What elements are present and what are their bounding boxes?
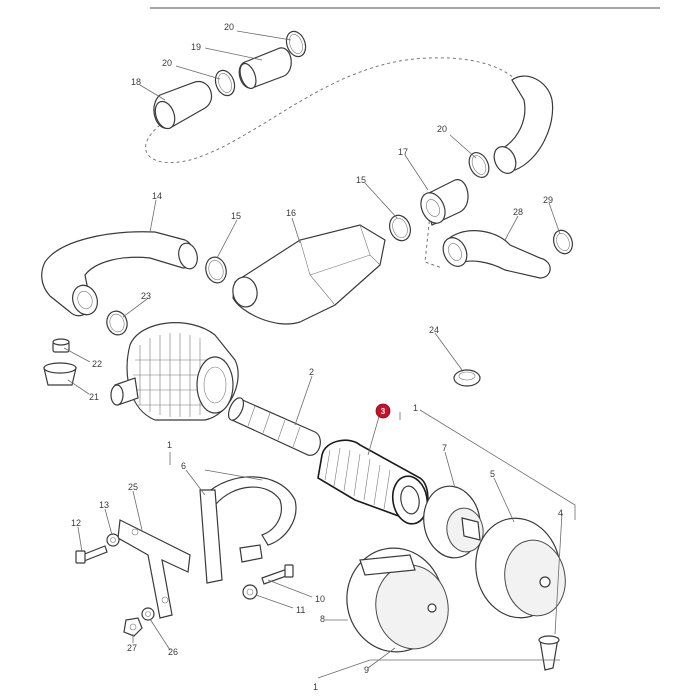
part-22-cap[interactable] bbox=[52, 338, 70, 353]
callout-13: 13 bbox=[99, 500, 109, 510]
part-18-inlet-hose[interactable] bbox=[152, 81, 213, 132]
part-29-clamp[interactable] bbox=[550, 228, 575, 257]
callout-18: 18 bbox=[131, 77, 141, 87]
callout-22: 22 bbox=[92, 359, 102, 369]
part-20-clamp-c[interactable] bbox=[465, 149, 492, 180]
callout-29: 29 bbox=[543, 195, 553, 205]
part-14-long-hose[interactable] bbox=[41, 231, 200, 318]
callout-17: 17 bbox=[398, 147, 408, 157]
highlight-badge-number: 3 bbox=[381, 407, 386, 416]
callout-12: 12 bbox=[71, 518, 81, 528]
part-24-plug[interactable] bbox=[453, 369, 481, 387]
part-13-washer[interactable] bbox=[106, 533, 120, 547]
part-5-outlet-cover[interactable] bbox=[468, 511, 571, 624]
callout-11: 11 bbox=[296, 605, 305, 615]
part-3-primary-filter-element[interactable] bbox=[317, 439, 431, 526]
part-15-clamp-a[interactable] bbox=[386, 212, 414, 243]
part-7-valve-cap[interactable] bbox=[418, 482, 486, 563]
callout-4: 4 bbox=[558, 508, 563, 518]
callout-20: 20 bbox=[437, 124, 447, 134]
callout-27: 27 bbox=[127, 643, 137, 653]
part-15-clamp-b[interactable] bbox=[203, 255, 229, 285]
callout-10: 10 bbox=[315, 594, 325, 604]
callout-24: 24 bbox=[429, 325, 439, 335]
part-28-elbow-hose[interactable] bbox=[439, 230, 551, 279]
part-4-drain-valve[interactable] bbox=[538, 635, 560, 671]
part-6-mounting-band[interactable] bbox=[199, 476, 297, 584]
callout-25: 25 bbox=[128, 482, 138, 492]
callout-8: 8 bbox=[320, 614, 325, 624]
callout-23: 23 bbox=[141, 291, 151, 301]
part-12-bolt[interactable] bbox=[75, 545, 108, 564]
callout-15: 15 bbox=[231, 211, 241, 221]
part-20-clamp-a[interactable] bbox=[283, 29, 309, 60]
callout-16: 16 bbox=[286, 208, 296, 218]
callout-21: 21 bbox=[89, 392, 99, 402]
callout-2: 2 bbox=[309, 367, 314, 377]
callout-20: 20 bbox=[224, 22, 234, 32]
callout-28: 28 bbox=[513, 207, 523, 217]
callout-26: 26 bbox=[168, 647, 178, 657]
highlight-badge-circle bbox=[375, 403, 391, 419]
callout-15: 15 bbox=[356, 175, 366, 185]
air-cleaner-housing[interactable] bbox=[110, 322, 239, 421]
part-11-nut[interactable] bbox=[242, 584, 258, 600]
callout-1: 1 bbox=[313, 682, 318, 692]
callout-labels: 20 19 20 18 20 17 15 16 15 14 28 29 23 2… bbox=[71, 22, 563, 692]
callout-1: 1 bbox=[413, 403, 418, 413]
part-8-cover-assembly[interactable] bbox=[339, 540, 455, 659]
part-23-clamp[interactable] bbox=[104, 309, 130, 337]
callout-20: 20 bbox=[162, 58, 172, 68]
part-21-valve[interactable] bbox=[43, 362, 77, 386]
callout-1: 1 bbox=[167, 440, 172, 450]
callout-6: 6 bbox=[181, 461, 186, 471]
group-1-bracket-line-top bbox=[419, 409, 576, 520]
part-2-safety-element[interactable] bbox=[225, 396, 321, 456]
part-17-connector[interactable] bbox=[416, 179, 469, 228]
part-26-washer[interactable] bbox=[141, 607, 155, 621]
part-20-clamp-b[interactable] bbox=[212, 68, 238, 99]
part-25-bracket[interactable] bbox=[117, 519, 191, 619]
callout-9: 9 bbox=[364, 665, 369, 675]
callout-7: 7 bbox=[442, 443, 447, 453]
leader-lines bbox=[63, 30, 563, 669]
part-upper-elbow-hose[interactable] bbox=[490, 75, 554, 177]
part-27-nut[interactable] bbox=[123, 617, 143, 637]
filter-pleats bbox=[324, 447, 391, 510]
callout-19: 19 bbox=[191, 42, 201, 52]
part-10-bolt[interactable] bbox=[261, 564, 294, 585]
part-19-short-hose[interactable] bbox=[237, 47, 292, 91]
group-1-bracket-line-bottom bbox=[317, 659, 560, 679]
callout-14: 14 bbox=[152, 191, 162, 201]
highlight-badge-part-3[interactable]: 3 bbox=[375, 403, 391, 419]
part-16-intake-duct[interactable] bbox=[231, 224, 386, 325]
callout-5: 5 bbox=[490, 469, 495, 479]
